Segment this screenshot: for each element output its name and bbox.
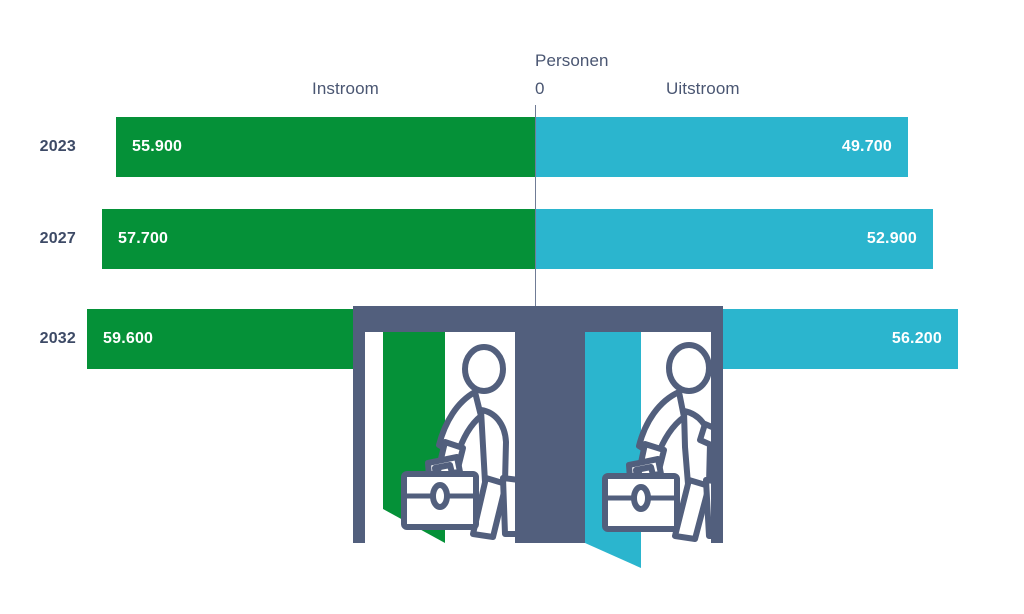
category-label-2027: 2027 <box>39 230 76 247</box>
bar-value-uitstroom-2027: 52.900 <box>866 230 917 247</box>
table-row: 2027 57.700 52.900 <box>0 209 1024 269</box>
bar-value-instroom-2023: 55.900 <box>132 138 183 155</box>
zero-axis-line <box>535 105 536 328</box>
bar-instroom-2027[interactable]: 57.700 <box>102 209 535 269</box>
instroom-doorway-group <box>353 306 723 543</box>
bar-instroom-2023[interactable]: 55.900 <box>116 117 535 177</box>
briefcase-icon <box>602 456 680 532</box>
briefcase-icon <box>401 454 479 530</box>
category-label-2032: 2032 <box>39 330 76 347</box>
uitstroom-doorway-group <box>567 306 723 568</box>
table-row: 2023 55.900 49.700 <box>0 117 1024 177</box>
bar-value-instroom-2032: 59.600 <box>103 330 154 347</box>
bar-uitstroom-2027[interactable]: 52.900 <box>536 209 933 269</box>
bar-value-uitstroom-2023: 49.700 <box>841 138 892 155</box>
bar-value-instroom-2027: 57.700 <box>118 230 169 247</box>
doorways-illustration <box>353 306 723 572</box>
bar-value-uitstroom-2032: 56.200 <box>891 330 942 347</box>
bar-uitstroom-2023[interactable]: 49.700 <box>536 117 908 177</box>
category-label-2023: 2023 <box>39 138 76 155</box>
instroom-series-label: Instroom <box>312 79 379 98</box>
uitstroom-series-label: Uitstroom <box>666 79 740 98</box>
